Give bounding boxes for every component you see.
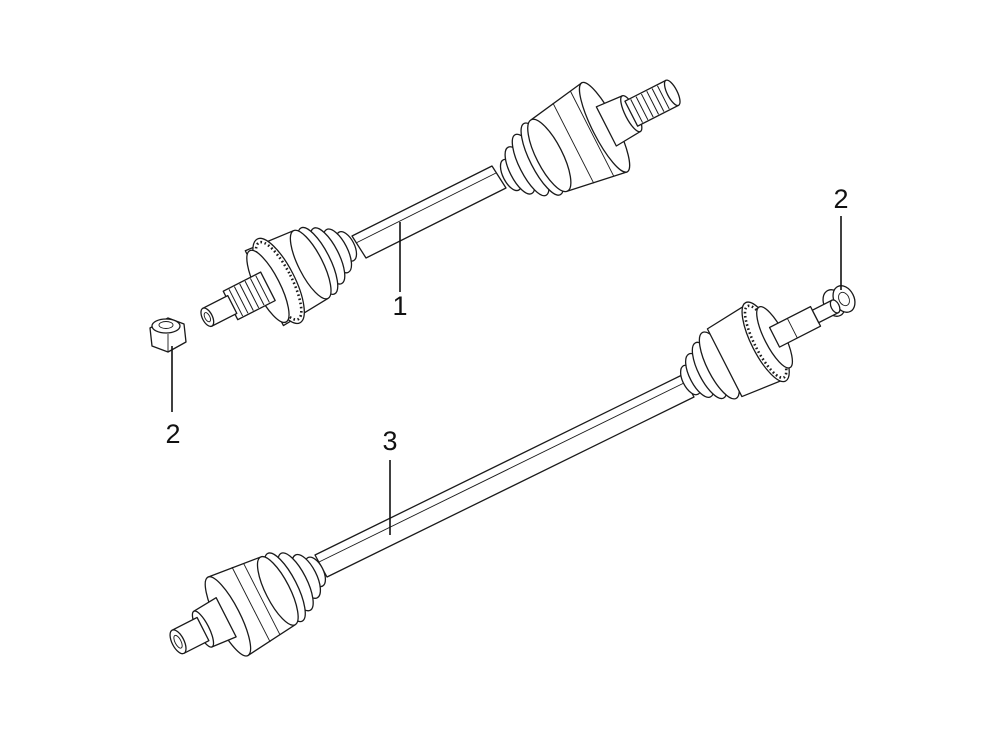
drive-shaft-assembly-upper	[200, 79, 681, 328]
hub-nut-left	[149, 317, 187, 353]
upper-inner-cv-joint	[499, 79, 681, 197]
callout-label-2-right: 2	[833, 184, 848, 214]
lower-shaft-bar	[314, 374, 695, 578]
callout-label-1: 1	[392, 291, 407, 321]
callout-label-3: 3	[382, 426, 397, 456]
callout-label-2-left: 2	[165, 419, 180, 449]
lower-outer-cv-joint	[679, 299, 841, 400]
callout-labels: 1 2 2 3	[165, 184, 848, 456]
drive-shaft-assembly-lower	[169, 299, 841, 657]
callout-leaders	[171, 216, 842, 535]
upper-shaft-bar	[351, 165, 507, 259]
upper-outer-cv-joint	[200, 226, 358, 328]
lower-inner-cv-joint	[169, 552, 327, 657]
